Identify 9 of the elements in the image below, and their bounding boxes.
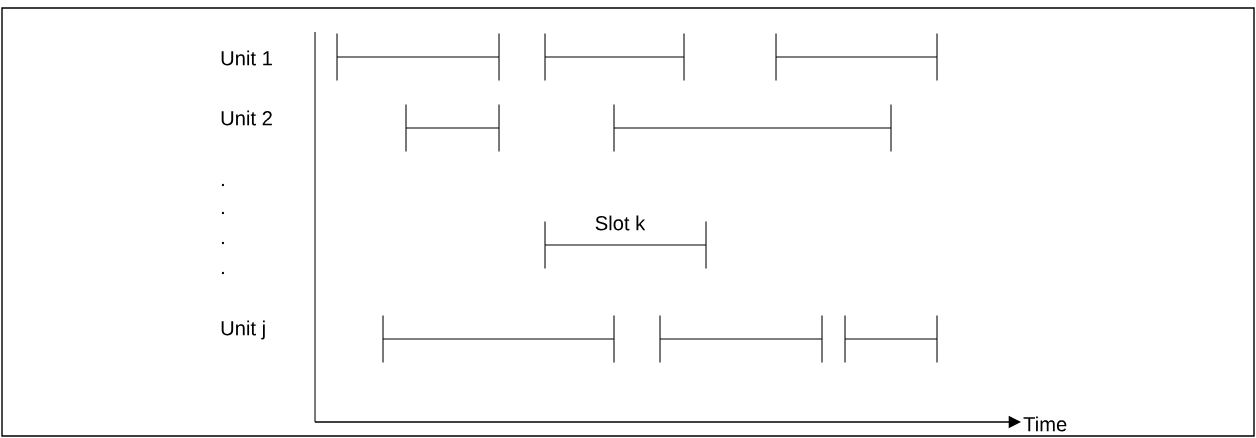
row-label: Unit 1 (221, 50, 272, 66)
ellipsis-dot: . (221, 271, 224, 275)
slot-label: Slot k (595, 215, 646, 231)
axis-label: Time (1023, 416, 1067, 432)
ellipsis-dot: . (221, 241, 224, 245)
ellipsis-dot: . (221, 183, 224, 187)
row-label: Unit 2 (221, 110, 272, 126)
row-label: Unit j (221, 320, 265, 340)
ellipsis-dot: . (221, 211, 224, 215)
